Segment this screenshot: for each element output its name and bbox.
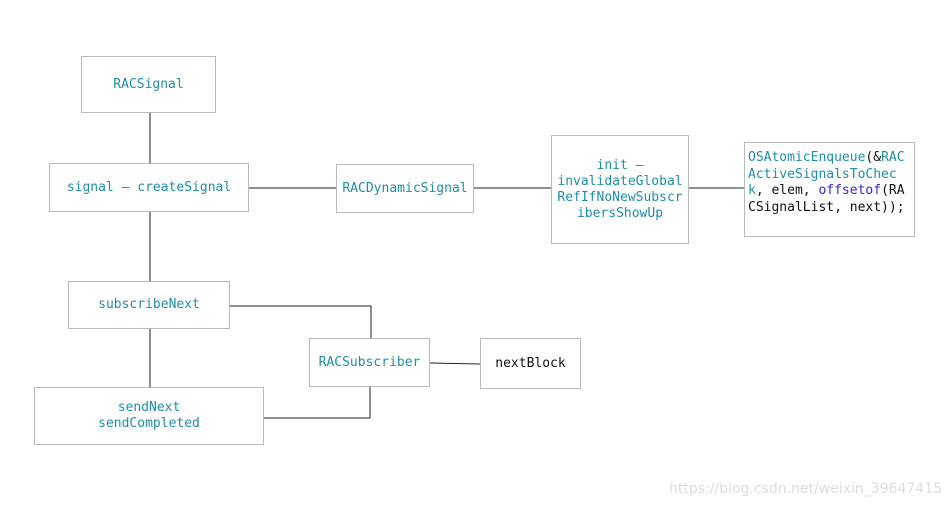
edge-subscribenext-racsubscriber: [230, 305, 372, 338]
node-create-signal: signal – createSignal: [49, 163, 249, 212]
code-argument-variable: RACActiveSignalsToCheck: [748, 150, 905, 198]
code-open-paren: (&: [865, 150, 882, 165]
watermark-url: https://blog.csdn.net/weixin_39647415: [668, 481, 942, 497]
node-create-signal-label: signal – createSignal: [66, 179, 232, 195]
node-code-snippet: OSAtomicEnqueue(&RACActiveSignalsToCheck…: [744, 142, 915, 237]
node-next-block-label: nextBlock: [495, 355, 566, 371]
node-rac-subscriber: RACSubscriber: [309, 338, 430, 387]
node-send: sendNext sendCompleted: [34, 387, 264, 445]
node-racsignal: RACSignal: [81, 56, 216, 113]
node-init: init – invalidateGlobal RefIfNoNewSubscr…: [551, 135, 689, 244]
node-next-block: nextBlock: [480, 338, 581, 389]
node-rac-subscriber-label: RACSubscriber: [318, 354, 421, 370]
code-middle-args: , elem,: [755, 183, 819, 198]
node-rac-dynamic-signal: RACDynamicSignal: [336, 164, 474, 213]
code-function-name: OSAtomicEnqueue: [748, 150, 866, 165]
node-rac-dynamic-signal-label: RACDynamicSignal: [342, 180, 468, 196]
edge-send-racsubscriber: [264, 387, 371, 419]
code-tail: (RACSignalList, next));: [748, 183, 905, 215]
node-init-label: init – invalidateGlobal RefIfNoNewSubscr…: [557, 157, 683, 221]
code-keyword: offsetof: [818, 183, 882, 198]
node-racsignal-label: RACSignal: [113, 76, 184, 92]
node-subscribe-next-label: subscribeNext: [98, 297, 200, 312]
node-send-label: sendNext sendCompleted: [98, 400, 200, 431]
node-subscribe-next: subscribeNext: [68, 281, 230, 329]
edge-racsubscriber-nextblock: [429, 362, 481, 365]
